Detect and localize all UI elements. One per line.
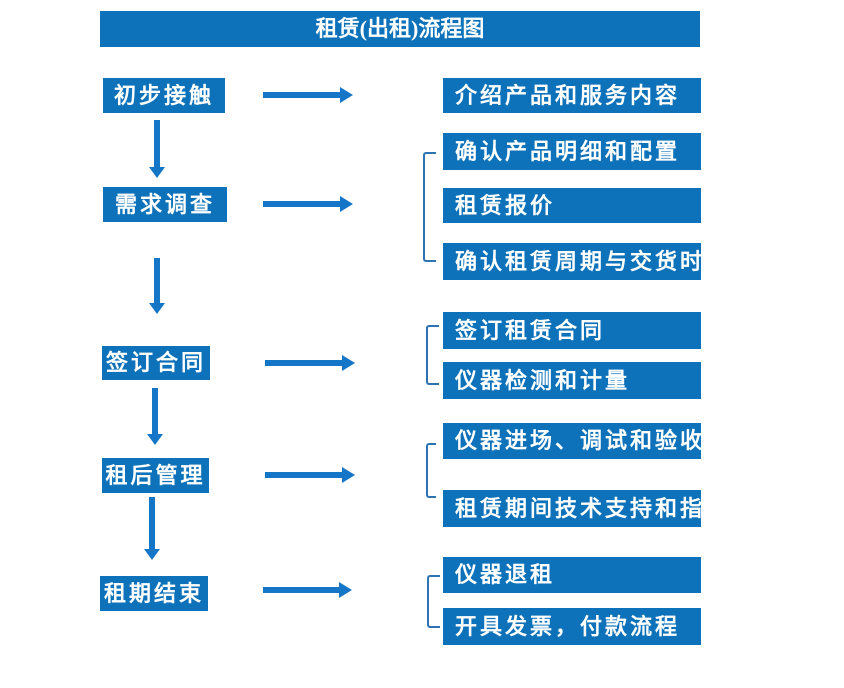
detail-label: 仪器检测和计量 — [455, 367, 631, 393]
stage-box-demand-survey: 需求调查 — [103, 187, 227, 222]
detail-box-confirm-rental-period: 确认租赁周期与交货时间 — [443, 243, 727, 280]
arrow-right-icon — [265, 463, 355, 487]
arrow-down-icon — [143, 388, 167, 445]
detail-box-instrument-return: 仪器退租 — [443, 557, 701, 593]
arrow-shaft — [265, 360, 342, 366]
arrow-head — [340, 196, 353, 212]
detail-label: 租赁期间技术支持和指导 — [455, 495, 731, 521]
detail-box-tech-support: 租赁期间技术支持和指导 — [443, 490, 727, 527]
detail-label: 开具发票，付款流程 — [455, 613, 681, 639]
group-bracket-sign-contract — [426, 325, 439, 385]
arrow-right-icon — [265, 351, 355, 375]
detail-label: 介绍产品和服务内容 — [455, 82, 681, 108]
detail-label: 确认租赁周期与交货时间 — [455, 248, 731, 274]
arrow-head — [342, 467, 355, 483]
stage-box-sign-contract: 签订合同 — [102, 346, 210, 380]
group-bracket-rental-end — [427, 575, 440, 628]
detail-box-intro-products: 介绍产品和服务内容 — [443, 78, 701, 113]
arrow-shaft — [263, 92, 340, 98]
arrow-shaft — [263, 201, 340, 207]
detail-label: 签订租赁合同 — [455, 317, 606, 343]
stage-box-initial-contact: 初步接触 — [103, 78, 225, 113]
stage-label: 初步接触 — [113, 82, 214, 108]
detail-box-confirm-product-details: 确认产品明细和配置 — [443, 133, 701, 170]
arrow-right-icon — [263, 192, 353, 216]
arrow-right-icon — [263, 83, 353, 107]
arrow-shaft — [152, 388, 158, 434]
arrow-shaft — [154, 120, 160, 167]
arrow-head — [149, 167, 165, 178]
arrow-head — [149, 303, 165, 314]
arrow-head — [342, 355, 355, 371]
detail-box-rental-quote: 租赁报价 — [443, 188, 701, 223]
arrow-head — [339, 582, 352, 598]
arrow-head — [340, 87, 353, 103]
detail-label: 仪器退租 — [455, 562, 556, 587]
arrow-down-icon — [145, 120, 169, 178]
detail-box-sign-rental-contract: 签订租赁合同 — [443, 312, 701, 349]
arrow-head — [144, 549, 160, 560]
arrow-shaft — [149, 497, 155, 549]
arrow-head — [147, 434, 163, 445]
group-bracket-demand-survey — [423, 152, 436, 262]
arrow-shaft — [154, 258, 160, 303]
arrow-shaft — [263, 587, 339, 593]
stage-label: 需求调查 — [114, 191, 215, 217]
arrow-down-icon — [140, 497, 164, 560]
stage-label: 租后管理 — [105, 462, 206, 488]
detail-box-instrument-testing: 仪器检测和计量 — [443, 362, 701, 399]
stage-label: 签订合同 — [105, 350, 206, 375]
stage-box-rental-end: 租期结束 — [100, 576, 208, 611]
stage-label: 租期结束 — [103, 580, 204, 606]
group-bracket-post-rental — [426, 443, 436, 498]
flowchart-title-bar: 租赁(出租)流程图 — [100, 11, 700, 47]
detail-label: 租赁报价 — [455, 192, 556, 218]
arrow-down-icon — [145, 258, 169, 314]
flowchart-title: 租赁(出租)流程图 — [315, 16, 485, 41]
stage-box-post-rental-management: 租后管理 — [102, 458, 209, 493]
detail-box-invoice-payment: 开具发票，付款流程 — [443, 608, 701, 645]
detail-label: 仪器进场、调试和验收 — [455, 428, 706, 453]
detail-label: 确认产品明细和配置 — [455, 138, 681, 164]
arrow-right-icon — [263, 578, 352, 602]
detail-box-instrument-setup: 仪器进场、调试和验收 — [443, 423, 702, 459]
arrow-shaft — [265, 472, 342, 478]
